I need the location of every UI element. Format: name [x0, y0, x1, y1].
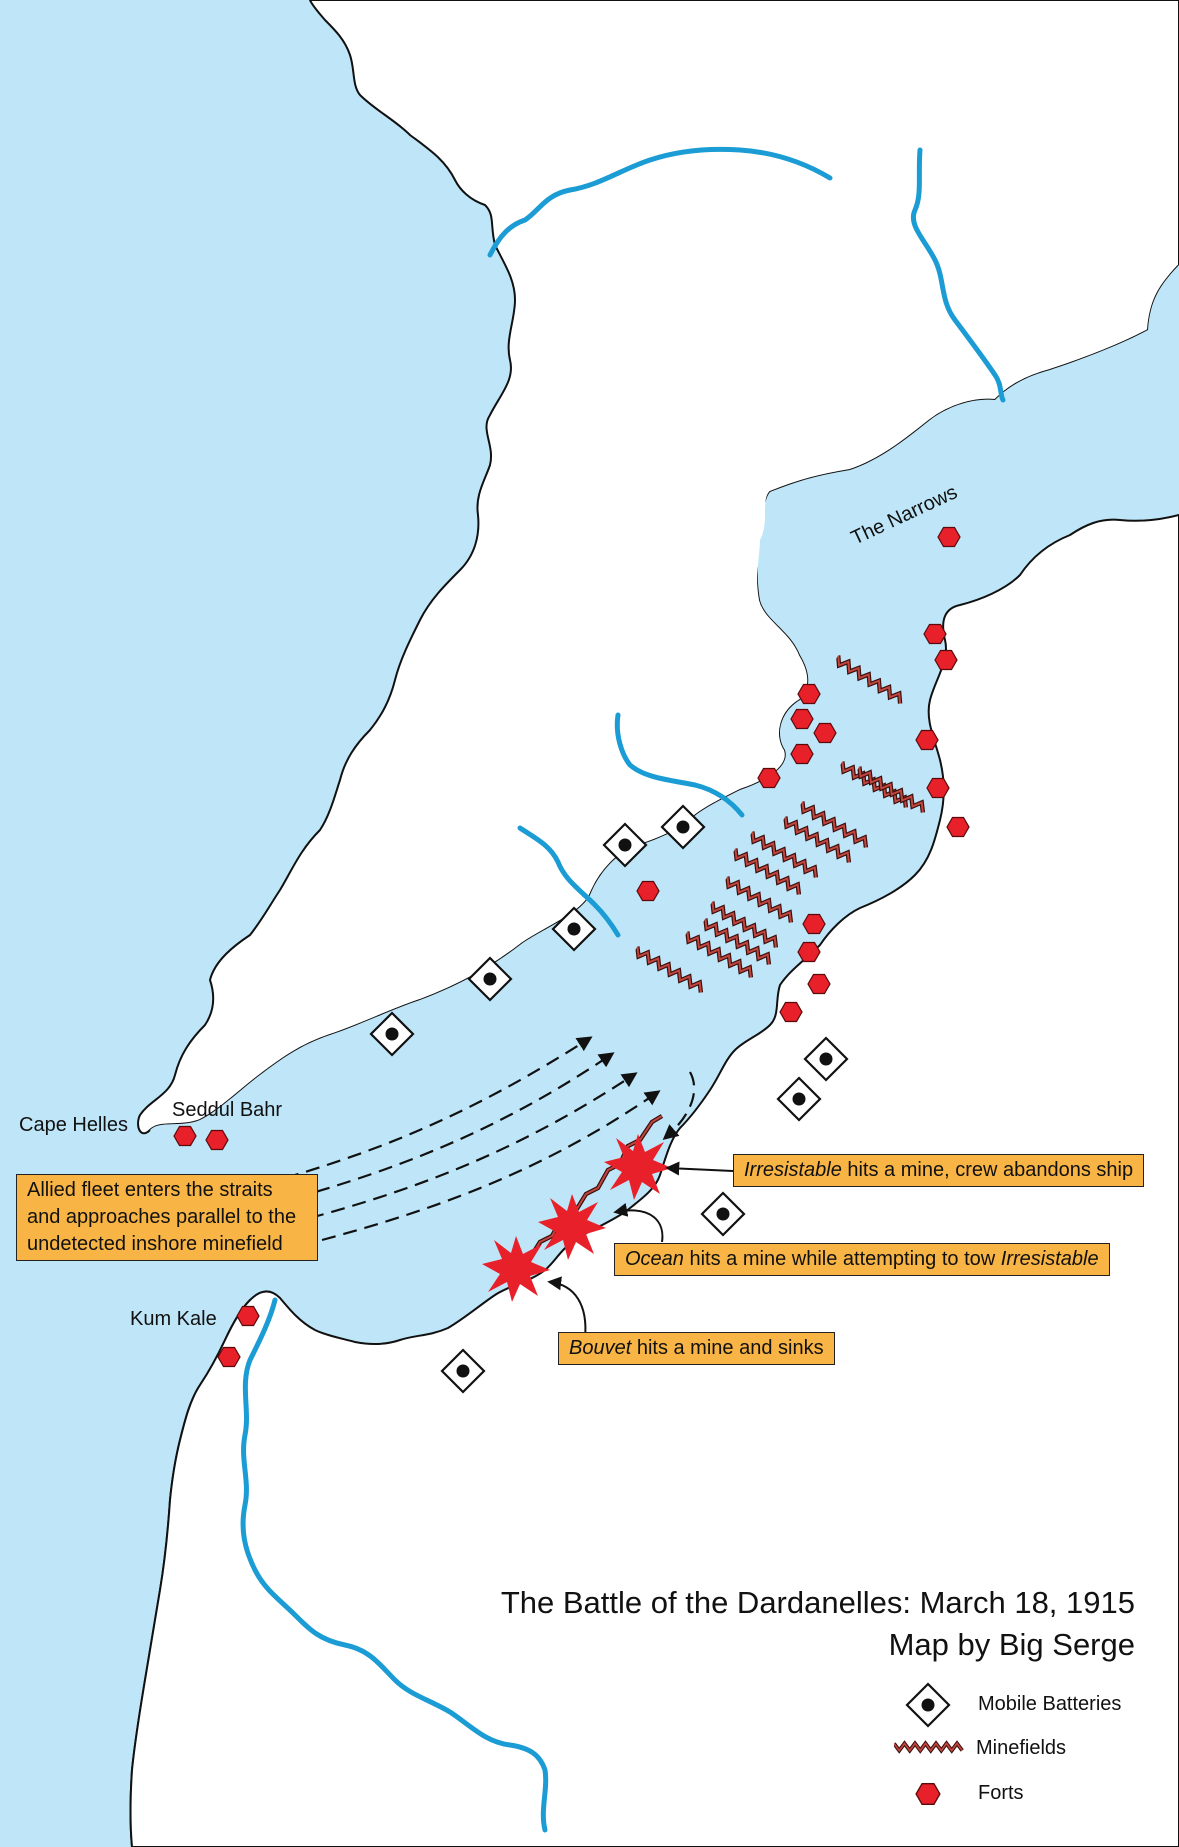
river-south: [240, 1297, 549, 1833]
callout-bouvet-text: hits a mine and sinks: [631, 1337, 824, 1359]
ship-name-irresistable-tow: Irresistable: [1000, 1248, 1099, 1270]
river-north: [487, 146, 833, 258]
callout-fleet-enters: Allied fleet enters the straits and appr…: [16, 1174, 318, 1261]
callout-bouvet: Bouvet hits a mine and sinks: [558, 1332, 835, 1365]
strait-inner-water: [150, 265, 1179, 1345]
rivers: [240, 146, 1006, 1833]
fort-icon: [923, 623, 947, 645]
label-kum-kale: Kum Kale: [130, 1308, 217, 1330]
fort-icon: [636, 880, 660, 902]
fort-icon: [915, 1783, 941, 1805]
asian-east-bank: [129, 513, 1179, 1847]
callout-irresistable-text: hits a mine, crew abandons ship: [841, 1159, 1134, 1181]
river-central: [614, 712, 745, 818]
fort-icon: [937, 526, 961, 548]
ship-name-irresistable: Irresistable: [744, 1159, 842, 1181]
ship-name-bouvet: Bouvet: [569, 1337, 632, 1359]
fort-icon: [915, 729, 939, 751]
callout-ocean: Ocean hits a mine while attempting to to…: [614, 1243, 1110, 1276]
arrow-icon: [662, 1071, 696, 1140]
callout-irresistable: Irresistable hits a mine, crew abandons …: [733, 1154, 1145, 1187]
fort-icon: [797, 683, 821, 705]
map-title: The Battle of the Dardanelles: March 18,…: [500, 1585, 1135, 1620]
fort-icon: [790, 743, 814, 765]
fleet-approach-paths: [284, 1036, 696, 1242]
callout-ocean-text: hits a mine while attempting to tow: [683, 1248, 1001, 1270]
arrow-icon: [547, 1276, 587, 1339]
fort-icon: [926, 777, 950, 799]
fort-icon: [802, 913, 826, 935]
legend-label-forts: Forts: [978, 1782, 1024, 1804]
fort-icon: [205, 1129, 229, 1151]
fort-icon: [813, 722, 837, 744]
callout-fleet-line-3: undetected inshore minefield: [27, 1233, 283, 1255]
callout-fleet-line-2: and approaches parallel to the: [27, 1206, 297, 1228]
legend-label-minefields: Minefields: [976, 1737, 1067, 1759]
fort-icon: [797, 941, 821, 963]
ship-name-ocean: Ocean: [625, 1248, 684, 1270]
fort-icon: [173, 1125, 197, 1147]
fort-icon: [236, 1305, 260, 1327]
fort-icon: [807, 973, 831, 995]
label-seddul-bahr: Seddul Bahr: [172, 1099, 282, 1121]
callout-pointers: [547, 1161, 734, 1339]
map-title-block: The Battle of the Dardanelles: March 18,…: [501, 1582, 1135, 1666]
fort-icon: [217, 1346, 241, 1368]
river-northeast: [910, 147, 1006, 403]
map-credit: Map by Big Serge: [888, 1627, 1135, 1662]
arrow-icon: [294, 1052, 615, 1200]
river-west: [517, 825, 621, 938]
fort-icon: [757, 767, 781, 789]
arrow-icon: [665, 1161, 734, 1176]
fort-icon: [946, 816, 970, 838]
callout-fleet-line-1: Allied fleet enters the straits: [27, 1179, 273, 1201]
arrow-icon: [309, 1072, 638, 1220]
arrow-icon: [613, 1202, 664, 1243]
fort-icon: [779, 1001, 803, 1023]
fort-icon: [790, 708, 814, 730]
label-cape-helles: Cape Helles: [19, 1114, 128, 1136]
legend-label-batteries: Mobile Batteries: [978, 1693, 1122, 1715]
arrow-icon: [321, 1090, 661, 1242]
fort-icon: [934, 649, 958, 671]
